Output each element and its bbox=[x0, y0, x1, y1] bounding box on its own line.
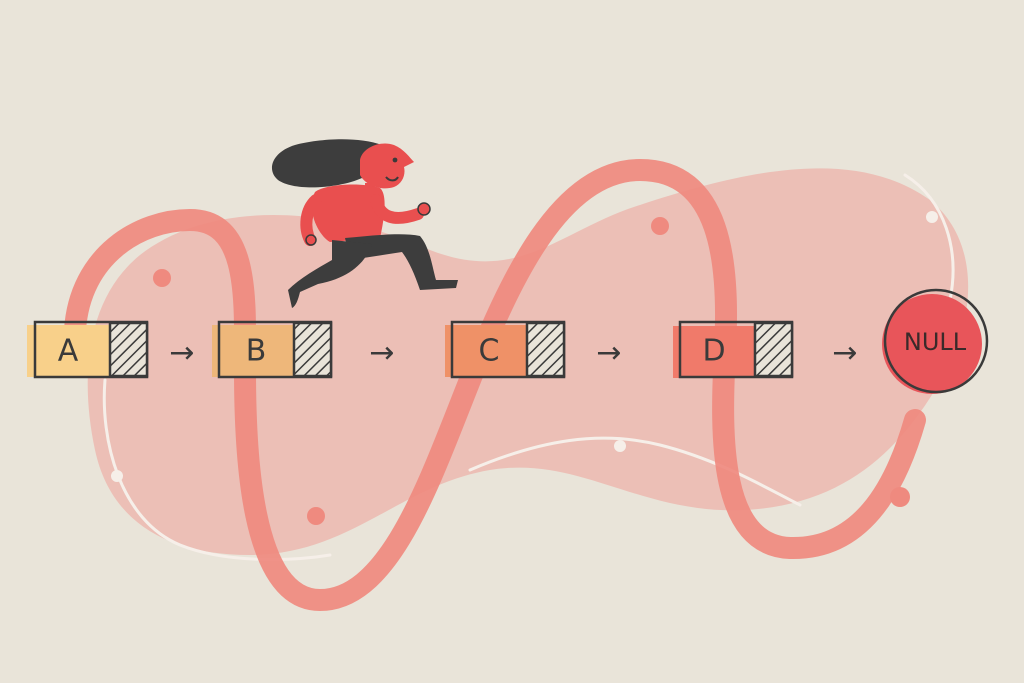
list-node-c: C bbox=[445, 320, 566, 379]
runner-front-arm bbox=[370, 194, 424, 224]
null-terminal: NULL bbox=[882, 288, 989, 394]
decor-dot bbox=[153, 269, 171, 287]
node-c-label: C bbox=[479, 334, 500, 369]
blob-highlight-line bbox=[903, 173, 955, 302]
node-a-pointer-cell bbox=[108, 321, 149, 378]
node-d-label: D bbox=[702, 334, 725, 369]
list-node-b: B bbox=[212, 320, 333, 379]
runner-eye bbox=[392, 157, 398, 163]
arrow-b-c: → bbox=[369, 336, 394, 371]
wavy-ribbon bbox=[64, 159, 926, 611]
runner-back-leg bbox=[288, 240, 372, 308]
list-node-a: A bbox=[27, 320, 149, 379]
list-node-d: D bbox=[673, 320, 794, 379]
running-woman bbox=[271, 139, 458, 308]
blob-dot bbox=[111, 470, 123, 482]
blob-highlight-line bbox=[468, 436, 802, 507]
node-a-fill bbox=[27, 325, 117, 377]
blob-dot bbox=[614, 440, 626, 452]
arrow-d-null: → bbox=[832, 336, 857, 371]
node-c-fill bbox=[445, 325, 535, 377]
node-b-fill bbox=[212, 325, 302, 377]
node-d-pointer-cell bbox=[753, 321, 794, 378]
node-b-label: B bbox=[246, 334, 267, 369]
node-a-label: A bbox=[58, 334, 79, 369]
runner-front-hand bbox=[417, 202, 431, 216]
arrow-a-b: → bbox=[169, 336, 194, 371]
runner-back-hand bbox=[305, 234, 317, 246]
node-c-pointer-cell bbox=[525, 321, 566, 378]
null-fill bbox=[882, 294, 982, 394]
decor-dot bbox=[890, 487, 910, 507]
blob-highlight-line bbox=[102, 378, 332, 561]
blob-dot bbox=[926, 211, 938, 223]
runner-head bbox=[360, 143, 414, 189]
decor-dot bbox=[651, 217, 669, 235]
null-label: NULL bbox=[904, 328, 967, 356]
node-d-fill bbox=[673, 326, 763, 378]
node-b-pointer-cell bbox=[292, 321, 333, 378]
arrow-c-d: → bbox=[596, 336, 621, 371]
runner-shirt bbox=[311, 184, 385, 242]
decor-dot bbox=[307, 507, 325, 525]
null-outline bbox=[883, 288, 989, 394]
runner-smile bbox=[385, 176, 399, 182]
runner-front-leg bbox=[345, 234, 458, 290]
